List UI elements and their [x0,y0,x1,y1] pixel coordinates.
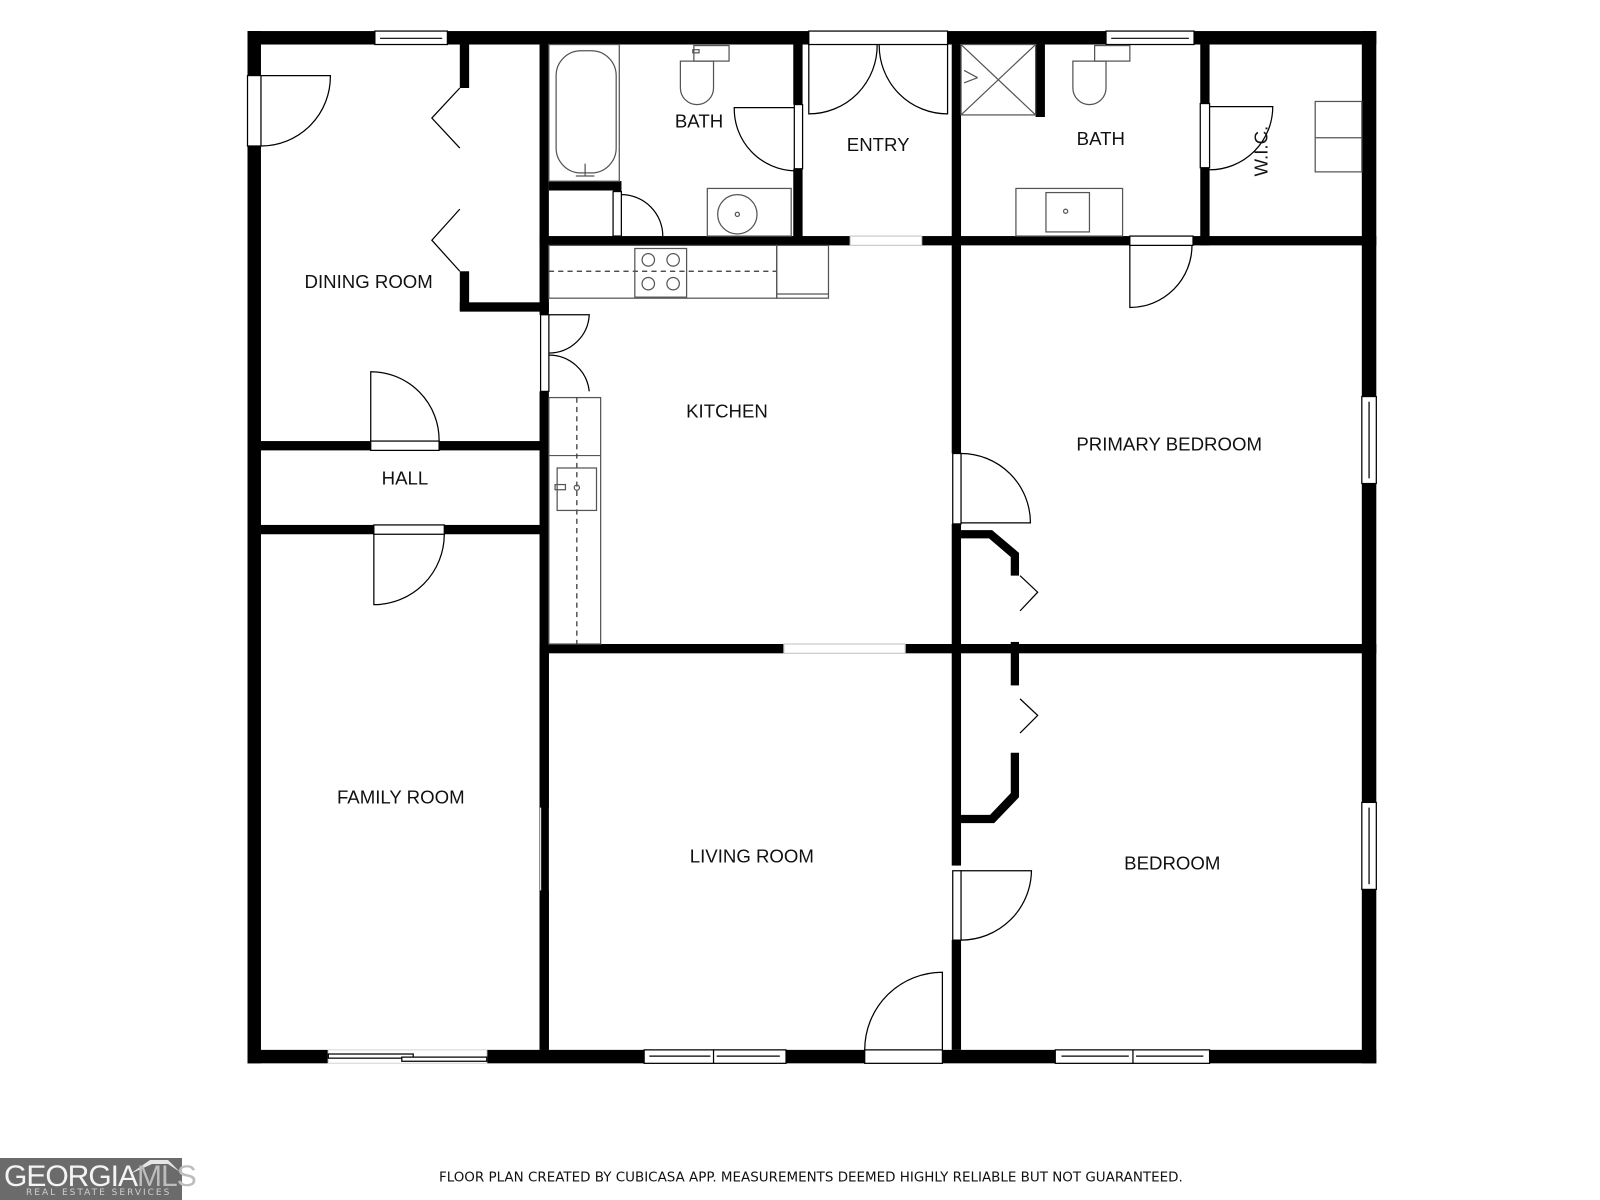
door-bedroom [952,870,1033,941]
label-hall: HALL [382,468,429,489]
door-dining-exterior [246,74,331,147]
fixtures [548,43,1363,645]
label-living-room: LIVING ROOM [690,845,814,866]
sink-bath1 [706,187,792,237]
label-family-room: FAMILY ROOM [337,786,465,807]
door-primary [952,452,1032,525]
closet-walls [961,530,1039,824]
stove [634,247,688,298]
vanity-bath2 [1015,187,1124,237]
window-bath2-top [1105,30,1195,46]
label-primary-bedroom: PRIMARY BEDROOM [1076,433,1262,454]
georgia-mls-logo: GEORGIAMLS REAL ESTATE SERVICES [0,1158,197,1200]
window-bedroom-right [1361,801,1377,891]
label-bath-2: BATH [1077,128,1125,149]
bathtub [548,43,620,182]
window-bedroom-bottom [1054,1049,1211,1064]
door-hall-family [373,524,445,606]
sliding-door-family [327,1049,488,1064]
label-entry: ENTRY [847,134,910,155]
label-wic: W.I.C. [1251,126,1272,177]
opening-entry-kitchen [849,235,923,247]
windows [327,30,1377,1064]
window-living-bottom [643,1049,787,1064]
window-entry-top [808,30,949,46]
window-dining-top [374,30,448,46]
door-entry-double [808,44,949,115]
shower [960,43,1037,116]
door-living-front [864,971,944,1064]
door-bath1 [733,103,804,172]
label-kitchen: KITCHEN [686,400,768,421]
interior-walls [260,44,1377,1050]
opening-kitchen-living [783,643,906,654]
door-dining-hall [370,371,440,452]
door-bath1-closet [612,190,664,237]
label-bath-1: BATH [675,110,723,131]
door-bath2-primary [1129,235,1194,309]
roof-icon [130,1160,180,1174]
kitchen-counter-top [548,244,830,299]
label-dining-room: DINING ROOM [305,271,433,292]
logo-georgia: GEORGIA [4,1160,138,1193]
toilet-bath2 [1072,44,1131,106]
label-bedroom: BEDROOM [1124,853,1220,874]
kitchen-counter-left [548,396,602,645]
room-labels: DINING ROOM BATH ENTRY BATH W.I.C. HALL … [305,110,1272,873]
logo-mls: MLS [137,1160,197,1193]
disclaimer-text: FLOOR PLAN CREATED BY CUBICASA APP. MEAS… [439,1170,1183,1185]
bifold-dining-closet [430,87,461,272]
bifold-kitchen-pantry [539,314,590,392]
logo-wordmark: GEORGIAMLS [4,1160,197,1194]
logo-tagline: REAL ESTATE SERVICES [26,1188,172,1198]
toilet-bath1 [679,44,730,106]
door-wic [1199,102,1274,171]
window-primary-right [1361,395,1377,485]
wic-shelf [1314,100,1363,173]
doors [246,44,1274,1064]
